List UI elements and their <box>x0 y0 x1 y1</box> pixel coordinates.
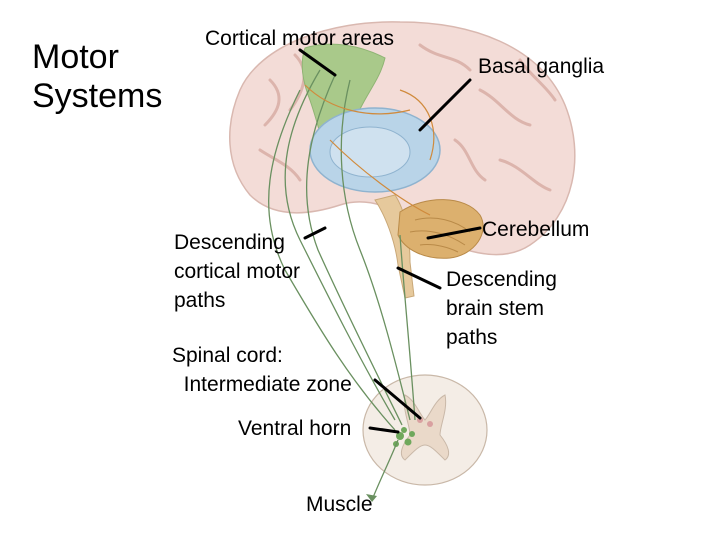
label-basal-ganglia: Basal ganglia <box>478 55 605 78</box>
modulatory-paths <box>304 84 435 216</box>
label-cortical-motor-areas: Cortical motor areas <box>205 27 395 50</box>
label-descending-cortical: Descending cortical motor paths <box>174 231 301 312</box>
pointer-lines <box>298 48 482 434</box>
label-ventral-horn: Ventral horn <box>238 417 352 440</box>
label-descending-brainstem: Descending brain stem paths <box>446 268 557 349</box>
label-cerebellum: Cerebellum <box>482 218 590 241</box>
label-muscle: Muscle <box>306 493 373 516</box>
ventral-horn-neurons <box>393 427 415 447</box>
page-title: Motor Systems <box>32 38 163 115</box>
brain-gyri <box>258 43 557 192</box>
muscle-arrowhead <box>366 494 377 502</box>
descending-pathways <box>268 69 416 501</box>
label-spinal-cord: Spinal cord: Intermediate zone <box>172 344 352 396</box>
